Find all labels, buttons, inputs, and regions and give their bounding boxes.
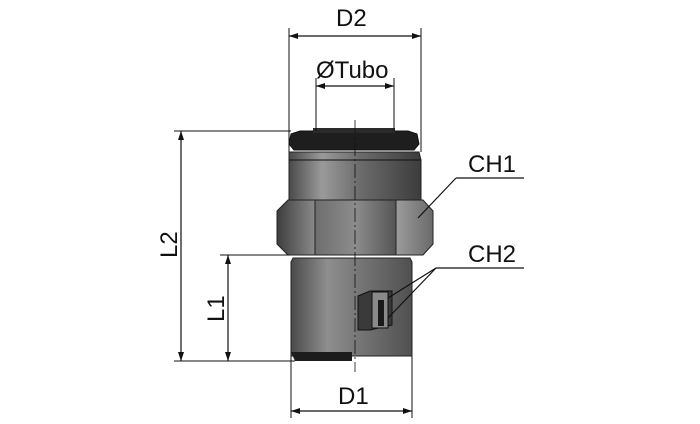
collet-top <box>313 128 395 133</box>
label-d2: D2 <box>336 5 367 32</box>
thread-body <box>290 257 413 357</box>
label-d1: D1 <box>338 383 369 410</box>
hex-middle-face <box>314 199 397 256</box>
hex-right-face <box>395 199 434 256</box>
collet-ring <box>288 130 420 151</box>
label-l2: L2 <box>156 231 183 258</box>
fitting-body <box>276 128 434 361</box>
dimension-lines <box>174 28 524 418</box>
thread-bottom <box>291 352 352 361</box>
hex-left-face <box>276 199 316 256</box>
label-tube-diameter: ØTubo <box>316 57 388 84</box>
slot-inner <box>378 300 384 326</box>
label-ch1: CH1 <box>468 151 516 178</box>
label-ch2: CH2 <box>468 241 516 268</box>
label-l1: L1 <box>203 295 230 322</box>
